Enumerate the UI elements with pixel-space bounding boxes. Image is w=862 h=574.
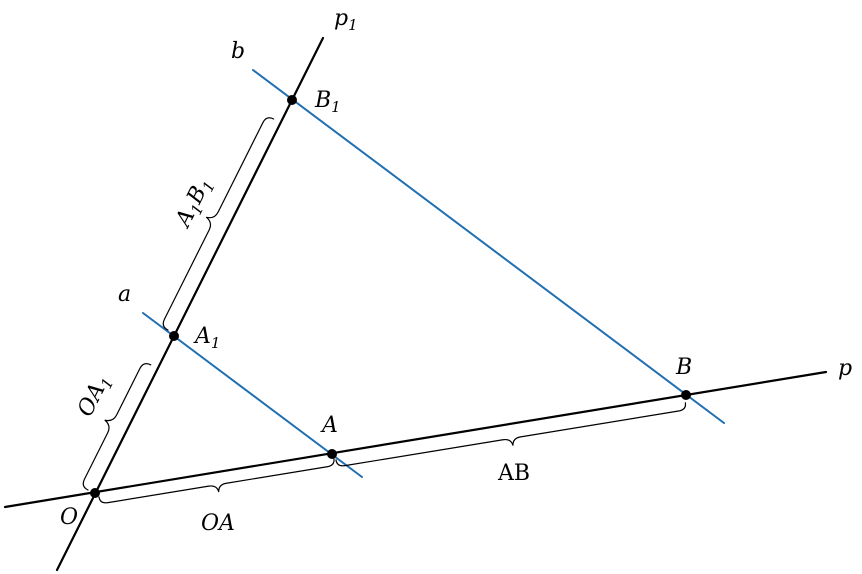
label-p1: p1 [334,6,358,34]
brace-OA1 [82,363,152,491]
label-A1B1: A1B1 [170,174,219,234]
label-A1: A1 [193,324,220,352]
label-OA: OA [201,511,235,536]
label-a: a [118,282,131,307]
label-O: O [60,505,78,530]
point-B [681,390,691,400]
label-B1: B1 [314,88,341,116]
label-OA1: OA1 [73,371,118,422]
label-AB: AB [497,461,530,486]
label-B: B [675,355,692,380]
brace-OA [98,457,335,504]
point-B1 [287,95,297,105]
label-p: p [838,356,852,381]
label-b: b [231,39,245,64]
point-O [90,488,100,498]
label-A: A [320,413,338,438]
brace-AB [335,402,687,467]
point-A1 [169,331,179,341]
point-A [327,449,337,459]
ray-p1 [55,36,325,572]
parallel-line-b [252,69,725,424]
parallel-line-a [142,312,363,478]
brace-A1B1 [162,117,275,331]
